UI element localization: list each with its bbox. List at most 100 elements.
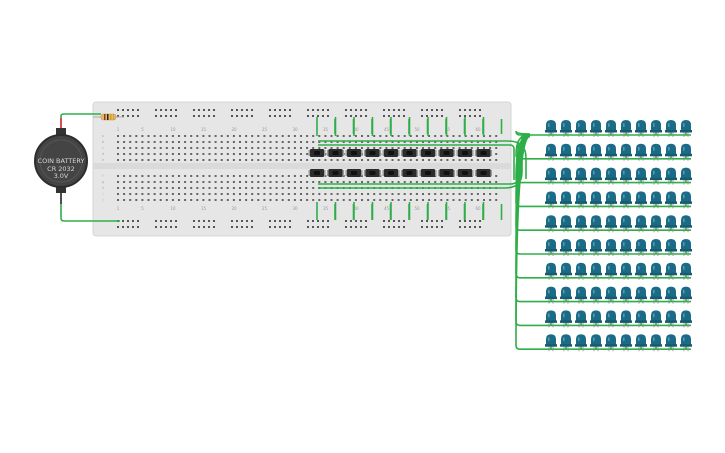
breadboard-hole	[307, 220, 309, 222]
breadboard-hole	[287, 181, 290, 183]
breadboard-hole	[464, 141, 467, 143]
breadboard-hole	[231, 115, 233, 117]
breadboard-hole	[367, 159, 370, 161]
breadboard-hole	[170, 220, 172, 222]
wire-battery-positive	[60, 113, 101, 118]
led	[560, 167, 572, 185]
breadboard-hole	[403, 159, 406, 161]
led	[635, 262, 647, 280]
breadboard-hole	[464, 147, 467, 149]
breadboard-hole	[379, 181, 382, 183]
breadboard-hole	[348, 181, 351, 183]
breadboard-hole	[458, 159, 461, 161]
breadboard-hole	[123, 181, 126, 183]
breadboard-hole	[117, 193, 119, 195]
breadboard-hole	[476, 135, 479, 137]
breadboard-hole	[422, 181, 424, 183]
breadboard-hole	[226, 153, 229, 155]
breadboard-hole	[469, 226, 471, 228]
breadboard-hole	[470, 193, 473, 195]
led	[605, 310, 617, 328]
breadboard-hole	[269, 187, 272, 189]
row-letter: i	[103, 192, 104, 196]
coin-battery[interactable]	[34, 118, 88, 204]
led	[545, 286, 557, 304]
breadboard-hole	[263, 193, 266, 195]
pushbutton	[438, 149, 455, 157]
breadboard-hole	[373, 135, 376, 137]
breadboard-hole	[232, 181, 235, 183]
breadboard-hole	[245, 181, 248, 183]
led	[680, 239, 692, 256]
breadboard-hole	[175, 109, 177, 111]
breadboard-hole	[428, 135, 431, 137]
led	[620, 167, 632, 185]
breadboard-hole	[373, 147, 376, 149]
resistor[interactable]	[93, 113, 124, 121]
breadboard-hole	[458, 135, 461, 137]
led	[560, 215, 572, 233]
led	[575, 310, 587, 328]
breadboard-hole	[184, 141, 187, 143]
breadboard-hole	[458, 181, 461, 183]
breadboard-hole	[127, 109, 129, 111]
breadboard-hole	[208, 109, 210, 111]
led	[575, 286, 587, 304]
led	[605, 167, 617, 185]
led	[560, 239, 572, 256]
column-marker-bottom: 25	[262, 206, 268, 211]
breadboard-hole	[360, 115, 362, 117]
breadboard-hole	[483, 147, 485, 149]
wire-led-row	[515, 135, 691, 350]
led	[665, 286, 677, 304]
breadboard-hole	[196, 199, 199, 201]
breadboard-hole	[147, 159, 150, 161]
breadboard-hole	[137, 226, 139, 228]
breadboard-hole	[446, 135, 449, 137]
breadboard-hole	[269, 115, 271, 117]
breadboard-hole	[165, 109, 167, 111]
pushbutton	[419, 169, 437, 177]
breadboard-hole	[495, 135, 498, 137]
breadboard-hole	[171, 193, 174, 195]
breadboard-hole	[279, 109, 281, 111]
led	[620, 239, 632, 256]
breadboard-hole	[428, 181, 431, 183]
led	[590, 239, 602, 256]
breadboard-hole	[275, 135, 278, 137]
breadboard-hole	[269, 175, 272, 177]
breadboard-hole	[350, 226, 352, 228]
breadboard-hole	[171, 187, 174, 189]
breadboard-hole	[385, 159, 388, 161]
led	[560, 310, 572, 328]
breadboard-hole	[489, 193, 492, 195]
led	[650, 167, 662, 185]
breadboard-hole	[129, 187, 132, 189]
breadboard-hole	[141, 199, 144, 201]
breadboard-hole	[141, 147, 144, 149]
breadboard[interactable]: 1155101015152020252530303535404045455050…	[92, 101, 512, 237]
breadboard-hole	[232, 199, 235, 201]
breadboard-hole	[236, 220, 238, 222]
column-marker-top: 50	[414, 127, 420, 132]
column-marker-top: 60	[475, 127, 481, 132]
breadboard-hole	[367, 147, 370, 149]
breadboard-hole	[239, 181, 241, 183]
breadboard-hole	[135, 159, 138, 161]
led	[650, 143, 662, 161]
breadboard-hole	[300, 193, 302, 195]
breadboard-hole	[441, 220, 443, 222]
breadboard-hole	[159, 159, 162, 161]
breadboard-hole	[226, 199, 229, 201]
pushbutton	[438, 169, 455, 177]
breadboard-hole	[263, 175, 266, 177]
breadboard-hole	[123, 135, 126, 137]
pushbutton	[475, 149, 492, 157]
breadboard-hole	[214, 187, 217, 189]
breadboard-hole	[312, 226, 314, 228]
led	[635, 239, 647, 256]
breadboard-hole	[495, 175, 498, 177]
breadboard-hole	[385, 199, 388, 201]
breadboard-hole	[385, 193, 388, 195]
breadboard-hole	[165, 175, 168, 177]
